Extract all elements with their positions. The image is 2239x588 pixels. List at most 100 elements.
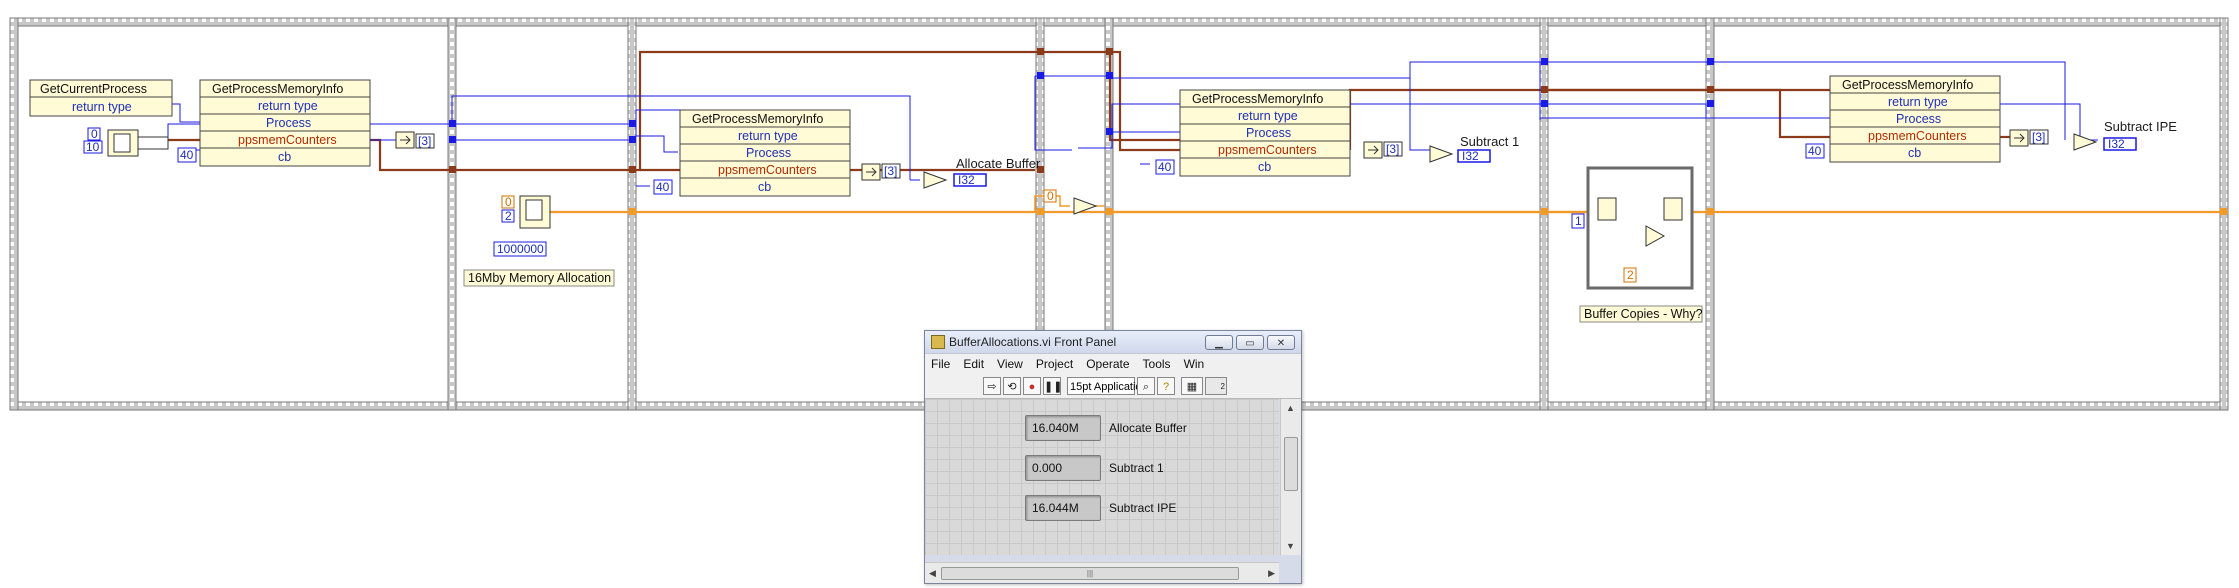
menu-edit[interactable]: Edit <box>963 357 985 371</box>
abort-icon[interactable]: ● <box>1023 377 1041 395</box>
svg-text:2: 2 <box>505 209 512 223</box>
terminal-return-type: return type <box>258 99 318 113</box>
svg-text:40: 40 <box>180 148 194 162</box>
toolbar: ⇨ ⟲ ● ❚❚ 15pt Applicatic ⌕ ? ▦ 2 <box>925 374 1301 399</box>
svg-text:Buffer Copies - Why?: Buffer Copies - Why? <box>1584 307 1703 321</box>
run-continuous-icon[interactable]: ⟲ <box>1003 377 1021 395</box>
subtract-node-1[interactable] <box>923 171 948 189</box>
menu-project[interactable]: Project <box>1035 357 1074 371</box>
svg-text:0: 0 <box>505 195 512 209</box>
terminal-cb: cb <box>278 150 291 164</box>
scroll-down-icon[interactable]: ▼ <box>1286 541 1295 551</box>
menu-operate[interactable]: Operate <box>1086 357 1130 371</box>
front-panel-window[interactable]: BufferAllocations.vi Front Panel ▁ ▭ ✕ F… <box>924 330 1302 584</box>
indicator-allocate-buffer[interactable]: 16.040M Allocate Buffer <box>1025 415 1187 441</box>
svg-text:1000000: 1000000 <box>497 242 544 256</box>
initialize-array-node-2[interactable] <box>519 195 551 229</box>
node-get-current-process[interactable]: GetCurrentProcess return type <box>29 79 173 117</box>
svg-text:Subtract 1: Subtract 1 <box>1460 134 1519 149</box>
run-arrow-icon[interactable]: ⇨ <box>983 377 1001 395</box>
terminal-return-type: return type <box>72 100 132 114</box>
svg-text:I32: I32 <box>958 173 975 187</box>
svg-text:[3]: [3] <box>884 164 897 178</box>
constant-40-1[interactable]: 40 <box>177 147 197 163</box>
constant-40-4[interactable]: 40 <box>1805 143 1825 159</box>
indicator-allocate-buffer[interactable]: I32 Allocate Buffer <box>953 156 1041 187</box>
constant-1[interactable]: 1 <box>1571 213 1585 229</box>
numeric-display: 0.000 <box>1025 455 1101 481</box>
menu-tools[interactable]: Tools <box>1142 357 1171 371</box>
numeric-display: 16.040M <box>1025 415 1101 441</box>
svg-text:return type: return type <box>738 129 798 143</box>
scroll-left-icon[interactable]: ◀ <box>929 568 936 578</box>
node-get-process-memory-info-2[interactable]: GetProcessMemoryInfo return type Process… <box>679 109 851 197</box>
constant-40-2[interactable]: 40 <box>653 179 673 195</box>
svg-text:GetProcessMemoryInfo: GetProcessMemoryInfo <box>1842 78 1973 92</box>
index-array-node-2[interactable]: [3] <box>861 163 901 181</box>
scroll-thumb[interactable] <box>1284 437 1298 491</box>
pause-icon[interactable]: ❚❚ <box>1043 377 1062 395</box>
svg-text:Process: Process <box>1246 126 1291 140</box>
help-icon[interactable]: ? <box>1157 377 1175 395</box>
window-titlebar[interactable]: BufferAllocations.vi Front Panel ▁ ▭ ✕ <box>925 331 1301 353</box>
scroll-up-icon[interactable]: ▲ <box>1286 403 1295 413</box>
caption-mem-alloc: 16Mby Memory Allocation <box>463 269 615 287</box>
node-get-process-memory-info-3[interactable]: GetProcessMemoryInfo return type Process… <box>1179 89 1351 177</box>
index-array-node-1[interactable]: [3] <box>395 131 435 149</box>
svg-text:I32: I32 <box>2108 137 2125 151</box>
constant-2-orange-2[interactable]: 2 <box>1623 267 1637 283</box>
vi-connector-pane-icon[interactable]: ▦ <box>1181 377 1203 395</box>
svg-text:cb: cb <box>1258 160 1271 174</box>
indicator-subtract-ipe[interactable]: 16.044M Subtract IPE <box>1025 495 1176 521</box>
search-icon[interactable]: ⌕ <box>1137 377 1155 395</box>
front-panel-canvas[interactable]: 16.040M Allocate Buffer 0.000 Subtract 1… <box>925 399 1279 555</box>
font-selector[interactable]: 15pt Applicatic <box>1067 377 1141 395</box>
constant-0-blue[interactable]: 0 <box>87 127 101 141</box>
scroll-thumb[interactable]: ||| <box>941 567 1239 580</box>
svg-text:GetProcessMemoryInfo: GetProcessMemoryInfo <box>692 112 823 126</box>
svg-text:10: 10 <box>86 140 100 154</box>
node-get-process-memory-info-4[interactable]: GetProcessMemoryInfo return type Process… <box>1829 75 2001 163</box>
svg-text:Process: Process <box>1896 112 1941 126</box>
index-array-node-4[interactable]: [3] <box>2009 129 2049 147</box>
for-loop-buffer-copies[interactable] <box>1586 166 1694 290</box>
constant-0-orange-2[interactable]: 0 <box>1043 189 1057 203</box>
subtract-node-2[interactable] <box>1429 145 1454 163</box>
constant-40-3[interactable]: 40 <box>1155 159 1175 175</box>
menu-view[interactable]: View <box>997 357 1023 371</box>
menu-window[interactable]: Win <box>1183 357 1205 371</box>
vi-icon[interactable]: 2 <box>1205 377 1227 395</box>
tunnels <box>449 48 2227 215</box>
indicator-subtract-1[interactable]: I32 Subtract 1 <box>1457 134 1519 163</box>
numeric-display: 16.044M <box>1025 495 1101 521</box>
node-title: GetProcessMemoryInfo <box>212 82 343 96</box>
constant-1000000[interactable]: 1000000 <box>493 241 547 257</box>
svg-text:ppsmemCounters: ppsmemCounters <box>1218 143 1317 157</box>
svg-text:Allocate Buffer: Allocate Buffer <box>956 156 1041 171</box>
index-array-node-3[interactable]: [3] <box>1363 141 1403 159</box>
horizontal-scrollbar[interactable]: ◀ ||| ▶ <box>925 562 1279 583</box>
indicator-subtract-ipe[interactable]: I32 Subtract IPE <box>2103 119 2177 151</box>
scroll-right-icon[interactable]: ▶ <box>1268 568 1275 578</box>
minimize-button[interactable]: ▁ <box>1205 334 1233 350</box>
subtract-node-3[interactable] <box>2073 133 2098 151</box>
close-button[interactable]: ✕ <box>1267 334 1295 350</box>
svg-text:return type: return type <box>1238 109 1298 123</box>
constant-0-orange[interactable]: 0 <box>501 195 515 209</box>
svg-text:ppsmemCounters: ppsmemCounters <box>1868 129 1967 143</box>
node-get-process-memory-info-1[interactable]: GetProcessMemoryInfo return type Process… <box>199 79 371 167</box>
subtract-node-u8[interactable] <box>1073 197 1098 215</box>
indicator-subtract-1[interactable]: 0.000 Subtract 1 <box>1025 455 1164 481</box>
constant-10[interactable]: 10 <box>83 140 103 154</box>
svg-text:return type: return type <box>1888 95 1948 109</box>
initialize-array-node[interactable] <box>107 129 169 157</box>
svg-text:2: 2 <box>1627 268 1634 282</box>
svg-text:I32: I32 <box>1462 149 1479 163</box>
constant-2-orange[interactable]: 2 <box>501 209 515 223</box>
svg-text:0: 0 <box>91 127 98 141</box>
maximize-button[interactable]: ▭ <box>1236 334 1264 350</box>
menu-file[interactable]: File <box>931 357 951 371</box>
vertical-scrollbar[interactable]: ▲ ▼ <box>1280 399 1301 555</box>
terminal-process: Process <box>266 116 311 130</box>
